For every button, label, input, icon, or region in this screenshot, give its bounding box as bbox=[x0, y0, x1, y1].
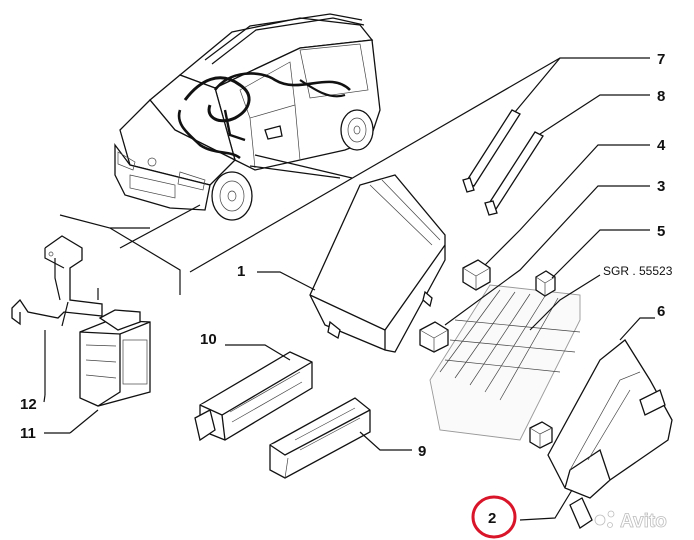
part-clip bbox=[529, 421, 553, 449]
callout-7: 7 bbox=[657, 51, 665, 68]
callout-11: 11 bbox=[20, 425, 36, 442]
part-3-relay bbox=[419, 185, 650, 353]
callout-2: 2 bbox=[488, 510, 496, 527]
frame-lines bbox=[59, 57, 561, 295]
callout-1: 1 bbox=[237, 263, 245, 280]
callout-12: 12 bbox=[20, 396, 37, 413]
part-1-lid bbox=[257, 174, 446, 353]
part-12-bracket bbox=[11, 235, 103, 395]
part-7-8-strips bbox=[462, 57, 650, 216]
callout-8: 8 bbox=[657, 88, 665, 105]
callout-3: 3 bbox=[657, 178, 665, 195]
part-6-cover bbox=[547, 317, 673, 529]
car-illustration bbox=[114, 13, 381, 249]
drawing-reference: SGR . 55523 bbox=[603, 264, 673, 278]
part-4-relay bbox=[462, 144, 650, 291]
avito-watermark: Avito bbox=[594, 510, 667, 532]
highlight-circle bbox=[471, 495, 517, 539]
callout-6: 6 bbox=[657, 303, 665, 320]
watermark-text: Avito bbox=[620, 511, 667, 532]
callout-10: 10 bbox=[200, 331, 217, 348]
callout-4: 4 bbox=[657, 137, 666, 154]
leader-2 bbox=[519, 489, 573, 521]
callout-9: 9 bbox=[418, 443, 426, 460]
callout-5: 5 bbox=[657, 223, 665, 240]
leader-12 bbox=[43, 394, 46, 403]
part-9-holder bbox=[269, 397, 412, 479]
part-10-module bbox=[194, 344, 313, 442]
part-5-relay bbox=[535, 229, 650, 297]
avito-logo-icon bbox=[594, 514, 606, 526]
part-11-ecu bbox=[69, 309, 151, 434]
fuse-box bbox=[429, 274, 601, 441]
